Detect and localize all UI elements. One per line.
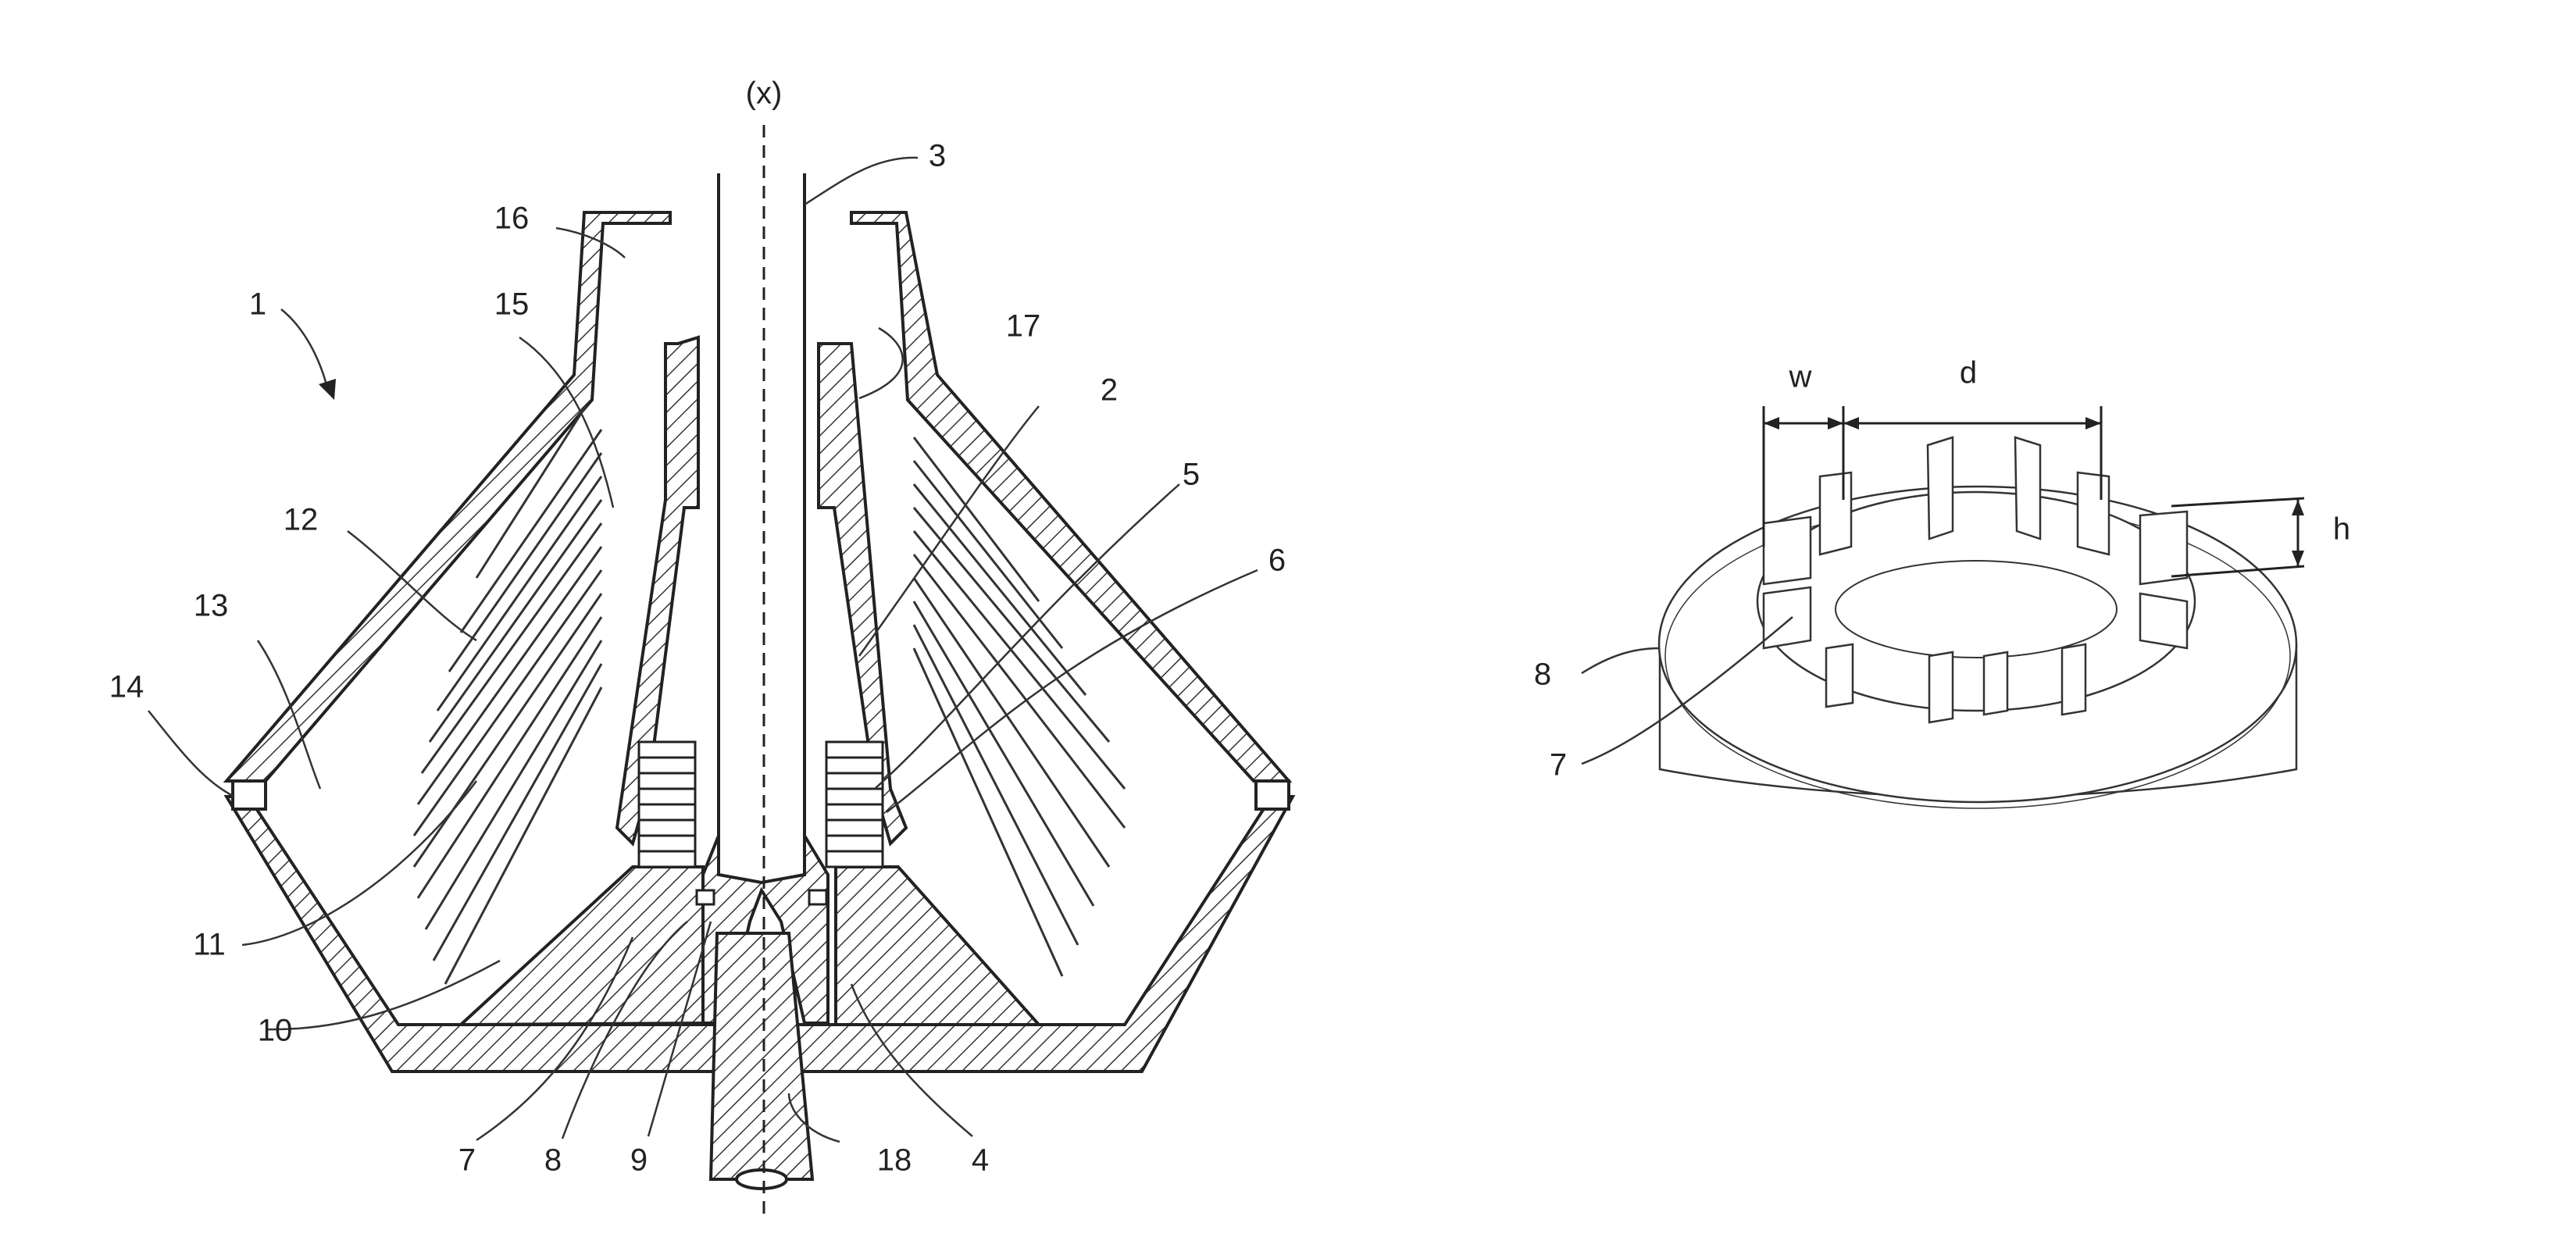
ref-11: 11 <box>193 928 226 962</box>
ref-8: 8 <box>544 1143 562 1178</box>
ref-3: 3 <box>929 139 946 173</box>
seal-right <box>809 890 826 904</box>
vanes-left <box>639 742 695 867</box>
port-right <box>1256 781 1289 809</box>
ref-5: 5 <box>1183 458 1200 492</box>
dim-d-label: d <box>1960 356 1977 390</box>
ref-18: 18 <box>877 1143 912 1178</box>
ref-2: 2 <box>1101 373 1118 408</box>
ref-1: 1 <box>249 287 266 322</box>
ref-10: 10 <box>258 1014 293 1048</box>
ref-8-right: 8 <box>1534 658 1551 692</box>
label-axis-x: (x) <box>746 77 783 111</box>
dim-w-label: w <box>1789 360 1812 394</box>
ref-16: 16 <box>494 201 530 236</box>
ref-15: 15 <box>494 287 530 322</box>
impeller-perspective: w d h 8 7 <box>1534 356 2350 808</box>
seal-left <box>697 890 714 904</box>
ref-6: 6 <box>1268 544 1286 578</box>
ref-9: 9 <box>630 1143 648 1178</box>
ref-4: 4 <box>972 1143 989 1178</box>
port-left <box>233 781 266 809</box>
ref-14: 14 <box>109 670 144 704</box>
vanes-right <box>826 742 883 867</box>
ref-7-right: 7 <box>1550 748 1567 783</box>
ref-13: 13 <box>194 589 229 623</box>
ref-12: 12 <box>284 503 319 537</box>
dim-h-label: h <box>2333 512 2350 547</box>
separator-cross-section: (x) 3 16 1 15 17 2 5 6 12 13 14 11 10 7 … <box>109 77 1293 1218</box>
ref-17: 17 <box>1006 309 1041 344</box>
ref-7: 7 <box>458 1143 476 1178</box>
distributor-cone <box>461 867 703 1025</box>
distributor-cone-right <box>836 867 1039 1025</box>
